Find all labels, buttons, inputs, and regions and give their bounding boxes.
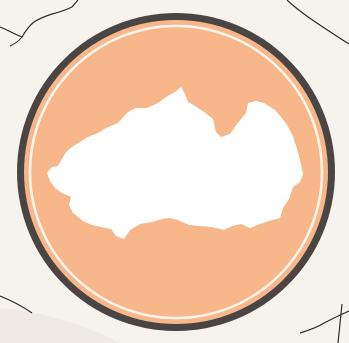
bottom-right-tick-line (337, 303, 343, 343)
top-left-boundary-line (0, 0, 79, 38)
top-left-inner-line (9, 36, 23, 47)
locator-inner-line (28, 24, 324, 320)
region-silhouette (47, 87, 303, 239)
bottom-right-boundary-line (299, 310, 349, 334)
paper-shade (0, 308, 120, 343)
top-right-boundary-line (286, 0, 349, 45)
bottom-left-boundary-line (0, 295, 33, 314)
